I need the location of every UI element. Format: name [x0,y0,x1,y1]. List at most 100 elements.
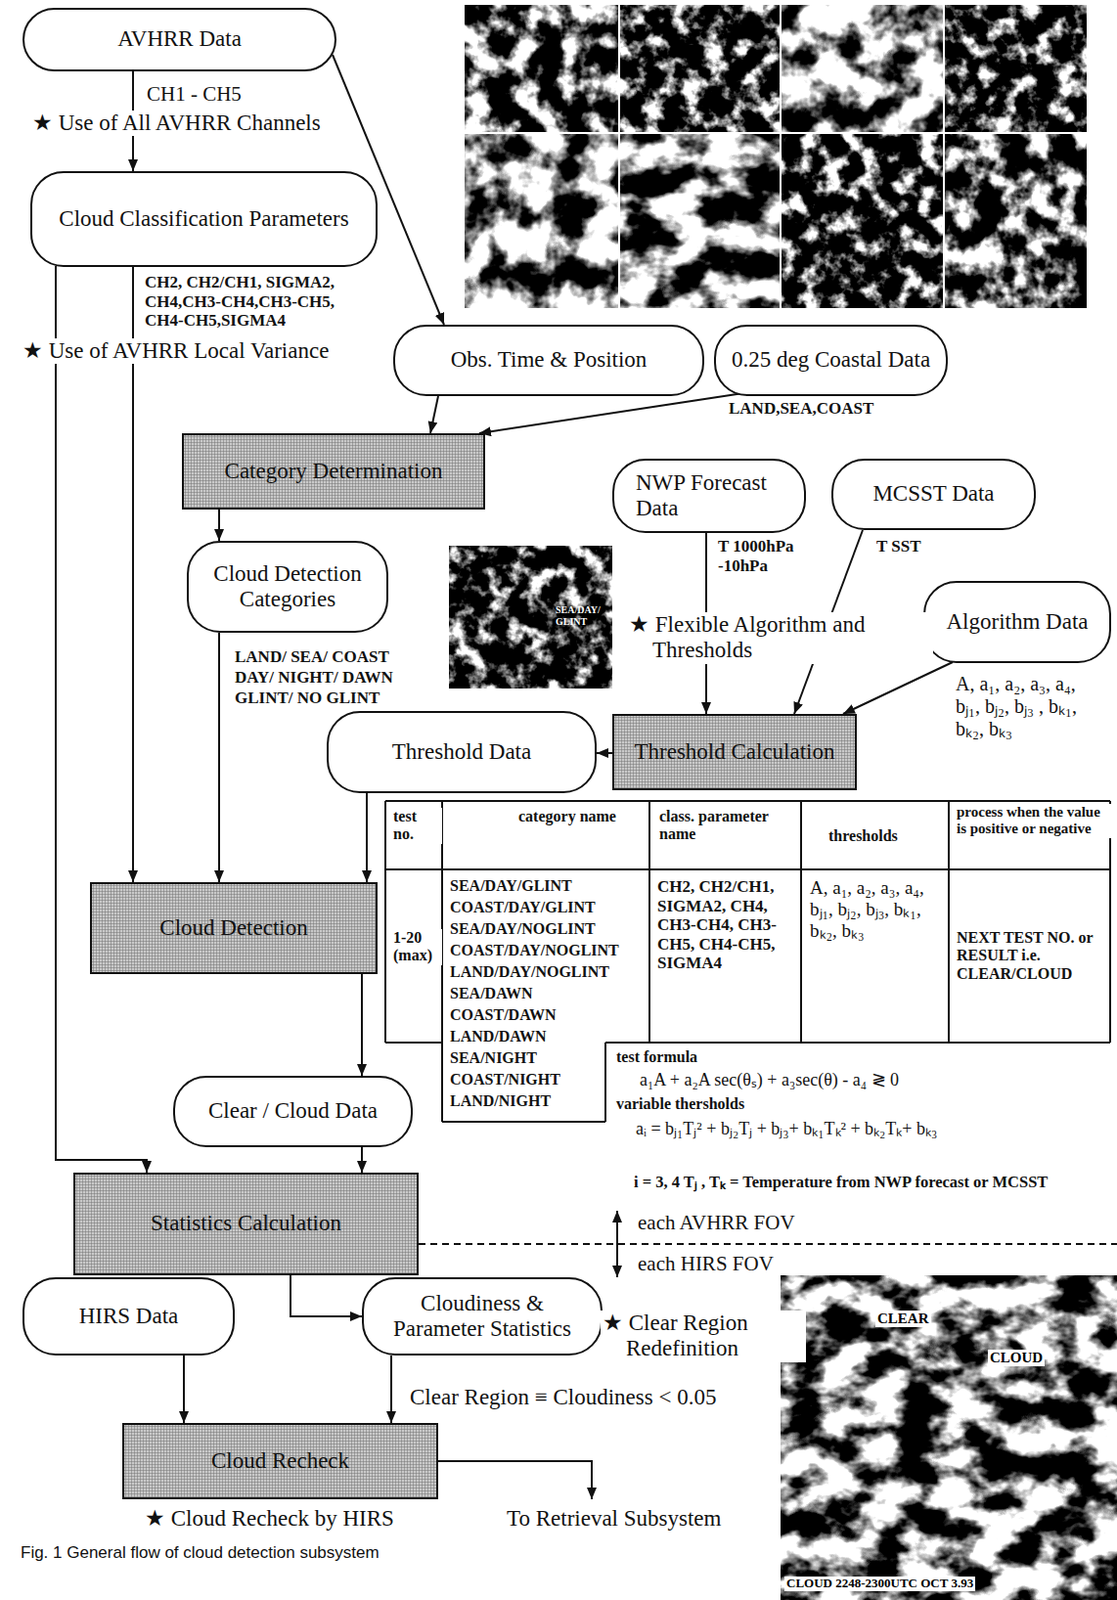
process-box: Category Determination [181,433,486,510]
node-text: Cloud Recheck [211,1448,350,1475]
annotation-text: T SST [874,536,924,557]
data-box: 0.25 deg Coastal Data [714,324,948,397]
panel-divider [464,4,1087,309]
fov-divider [418,1243,1117,1246]
node-text: Cloud Detection [159,915,308,941]
annotation-text: ★ Cloud Recheck by HIRS [142,1506,397,1532]
annotation-text: test no. [391,807,443,845]
annotation-text: each HIRS FOV [635,1251,776,1276]
annotation-text: CLOUD 2248-2300UTC OCT 3.93 [784,1576,976,1592]
flow-arrow [182,1355,185,1424]
data-box: Cloudiness & Parameter Statistics [361,1277,603,1356]
annotation-text: A, a₁, a₂, a₃, a₄, bⱼ₁, bⱼ₂, bⱼ₃ , bₖ₁, … [953,672,1083,741]
output-arrow [438,1461,592,1500]
data-box: Clear / Cloud Data [173,1075,413,1148]
annotation-text: process when the value is positive or ne… [954,804,1112,839]
flow-arrow [365,793,368,883]
annotation-text: each AVHRR FOV [635,1210,798,1235]
annotation-text: CH2, CH2/CH1, SIGMA2, CH4, CH3-CH4, CH3-… [655,877,797,974]
node-text: Category Determination [224,458,444,485]
process-box: Cloud Recheck [122,1423,439,1500]
annotation-text: SEA/NIGHT [447,1049,539,1068]
annotation-text: variable thersholds [614,1095,747,1114]
data-box: NWP Forecast Data [612,458,806,534]
annotation-text: ★ Use of All AVHRR Channels [30,110,323,136]
satellite-panel [780,4,944,134]
annotation-text: aᵢ = bⱼ₁Tⱼ² + bⱼ₂Tⱼ + bⱼ₃+ bₖ₁Tₖ² + bₖ₂T… [633,1118,939,1140]
annotation-text: thresholds [826,827,900,846]
annotation-text: DAY/ NIGHT/ DAWN [232,668,396,688]
table-grid [385,801,1111,1122]
annotation-text: CH1 - CH5 [144,82,244,106]
annotation-text: T 1000hPa -10hPa [715,536,810,576]
satellite-panel [464,133,620,309]
node-text: MCSST Data [872,481,994,507]
node-text: HIRS Data [79,1303,179,1330]
node-text: Threshold Data [392,739,532,765]
annotation-text: CLOUD [987,1349,1045,1367]
annotation-text: category name [516,807,628,826]
flow-arrow [390,1355,393,1424]
annotation-text: SEA/DAY/GLINT [447,877,575,895]
data-box: Cloud Classification Parameters [30,171,378,268]
data-box: Algorithm Data [923,580,1112,664]
flow-arrow [360,1147,363,1173]
annotation-text: LAND/DAY/NOGLINT [447,963,612,982]
annotation-text: To Retrieval Subsystem [504,1506,723,1532]
annotation-text: COAST/NIGHT [447,1071,563,1089]
data-box: MCSST Data [831,458,1036,531]
satellite-panel [943,133,1087,309]
table-rule [385,801,1111,1122]
flow-arrow [360,974,363,1076]
flow-arrow [430,396,439,434]
node-text: Clear / Cloud Data [208,1098,378,1124]
annotation-text: ★ Clear Region Redefinition [600,1310,806,1363]
node-text: Cloudiness & Parameter Statistics [379,1291,585,1343]
cloud-mask-image [780,1275,1117,1600]
data-box: Threshold Data [326,711,597,794]
node-text: Cloud Detection Categories [204,561,371,614]
annotation-text: SEA/DAY/ GLINT [553,604,609,627]
process-box: Statistics Calculation [73,1172,419,1276]
annotation-text: LAND,SEA,COAST [726,399,876,419]
annotation-text: COAST/DAWN [447,1006,558,1025]
satellite-panel [943,4,1087,134]
data-box: Obs. Time & Position [393,324,705,397]
data-box: AVHRR Data [22,7,337,72]
flow-arrow [55,266,147,1173]
satellite-panel [464,4,620,134]
annotation-text: COAST/DAY/NOGLINT [447,941,622,960]
node-text: 0.25 deg Coastal Data [731,347,931,373]
process-box: Threshold Calculation [612,714,857,791]
annotation-text: LAND/ SEA/ COAST [232,647,392,668]
annotation-text: SEA/DAWN [447,984,535,1003]
flow-arrow [843,662,953,715]
annotation-text: A, a₁, a₂, a₃, a₄, bⱼ₁, bⱼ₂, bⱼ₃, bₖ₁, b… [807,877,944,942]
data-box: Cloud Detection Categories [186,540,389,633]
annotation-text: Clear Region ≡ Cloudiness < 0.05 [407,1385,718,1411]
annotation-text: CH2, CH2/CH1, SIGMA2, CH4,CH3-CH4,CH3-CH… [142,272,377,331]
flow-arrow [218,632,221,883]
annotation-text: LAND/DAWN [447,1027,549,1046]
satellite-images [448,4,1117,1600]
flow-arrow [596,752,613,755]
double-arrow [616,1210,619,1278]
node-text: Algorithm Data [946,609,1089,635]
node-text: NWP Forecast Data [635,470,783,523]
annotation-text: test formula [614,1048,700,1067]
satellite-panel [780,133,944,309]
node-text: Obs. Time & Position [450,347,648,373]
data-box: HIRS Data [22,1277,235,1356]
annotation-text: COAST/DAY/GLINT [447,898,598,917]
node-text: Cloud Classification Parameters [58,206,349,232]
annotation-text: SEA/DAY/NOGLINT [447,920,598,939]
annotation-text: class. parameter name [657,807,799,845]
annotation-text: ★ Flexible Algorithm and Thresholds [626,612,934,665]
annotation-text: NEXT TEST NO. or RESULT i.e. CLEAR/CLOUD [954,929,1106,983]
annotation-text: CLEAR [875,1310,932,1328]
annotation-text: LAND/NIGHT [447,1092,553,1111]
process-box: Cloud Detection [89,882,378,975]
satellite-panel [619,133,781,309]
node-text: AVHRR Data [117,26,242,52]
table-rule [385,801,1111,1122]
